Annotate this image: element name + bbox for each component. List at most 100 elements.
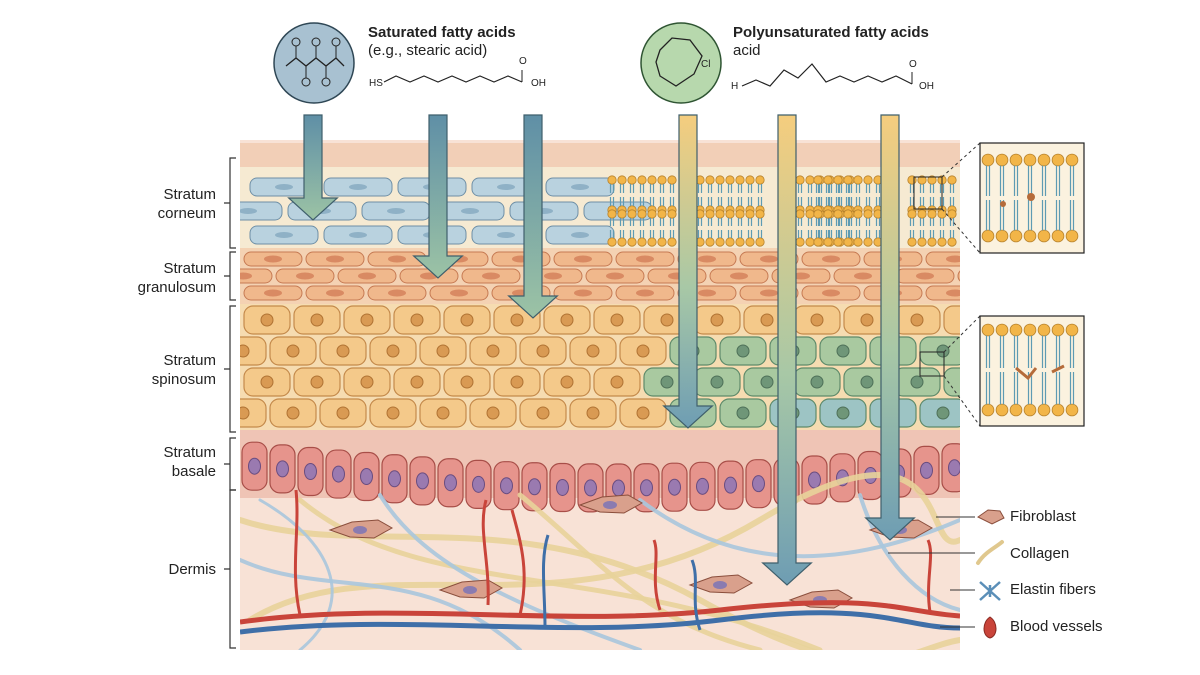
spinous-cell-nucleus	[860, 375, 874, 389]
lipid-head	[627, 209, 637, 219]
lipid-tail	[919, 197, 925, 206]
lipid-head	[995, 229, 1009, 243]
lipid-head	[745, 209, 755, 219]
lipid-tail	[797, 197, 803, 206]
lipid-head	[863, 209, 873, 219]
lipid-tail	[815, 197, 821, 206]
layer-bracket	[224, 157, 236, 249]
lipid-tail	[797, 218, 803, 226]
polyunsaturated-arrow	[761, 114, 813, 586]
lipid-tail	[845, 218, 851, 226]
lipid-tail	[717, 230, 723, 238]
zoom-connector	[943, 315, 981, 353]
lipid-tail	[875, 197, 881, 206]
lipid-head	[853, 175, 863, 185]
lipid-tail	[1069, 165, 1075, 196]
lipid-tail	[707, 218, 713, 226]
lipid-tail	[815, 218, 821, 226]
corneocyte-nucleus	[461, 208, 479, 214]
lipid-head	[745, 175, 755, 185]
legend-label-collagen: Collagen	[1010, 545, 1070, 562]
lipid-tail	[999, 165, 1005, 196]
surface-scales	[240, 143, 960, 167]
spinous-cell-nucleus	[961, 376, 973, 388]
corneocyte-nucleus	[349, 232, 367, 238]
granular-cell-nucleus	[636, 289, 654, 297]
spinous-cell-nucleus	[710, 313, 724, 327]
spinous-cell-nucleus	[910, 375, 924, 389]
lipid-tail	[919, 184, 925, 193]
capillary	[510, 509, 526, 616]
layer-label-line2: basale	[171, 463, 216, 480]
lipid-head	[995, 153, 1009, 167]
polyunsaturated-acid-chain	[741, 63, 913, 87]
lipid-head	[715, 209, 725, 219]
granular-cell-nucleus	[822, 289, 840, 297]
polyunsaturated-ring	[655, 37, 703, 87]
lipid-tail	[697, 218, 703, 226]
granular-cell-nucleus	[326, 289, 344, 297]
saturated-arrow	[507, 114, 559, 319]
lipid-head	[927, 237, 937, 247]
spinous-cell-nucleus	[710, 375, 724, 389]
lipid-tail	[999, 372, 1005, 405]
lipid-tail	[929, 218, 935, 226]
fatty-acid-molecule	[1027, 193, 1035, 201]
granular-cell-nucleus	[326, 255, 344, 263]
capillary	[481, 499, 490, 606]
granular-cell-nucleus	[760, 255, 778, 263]
spinous-cell-nucleus	[810, 313, 824, 327]
granular-cell-nucleus	[264, 289, 282, 297]
lipid-tail	[669, 230, 675, 238]
lipid-head	[735, 175, 745, 185]
lipid-tail	[1041, 335, 1047, 368]
lipid-tail	[1027, 335, 1033, 368]
lipid-head	[647, 237, 657, 247]
saturated-molecule-icon	[273, 22, 355, 104]
layer-label-line1: Stratum	[163, 444, 216, 461]
lipid-tail	[629, 230, 635, 238]
lipid-tail	[1055, 165, 1061, 196]
lipid-tail	[1013, 335, 1019, 368]
granular-cell-nucleus	[636, 255, 654, 263]
lipid-tail	[619, 197, 625, 206]
lipid-tail	[669, 197, 675, 206]
lipid-head	[637, 237, 647, 247]
lipid-tail	[865, 230, 871, 238]
lipid-tail	[797, 184, 803, 193]
legend-label-elastin: Elastin fibers	[1010, 581, 1096, 598]
lipid-tail	[949, 184, 955, 193]
lipid-tail	[807, 197, 813, 206]
spinous-cell-nucleus	[636, 406, 650, 420]
lipid-tail	[639, 218, 645, 226]
spinous-cell-nucleus	[810, 375, 824, 389]
lipid-tail	[707, 184, 713, 193]
legend-label-blood-vessels: Blood vessels	[1010, 618, 1103, 635]
lipid-head	[981, 403, 995, 417]
lipid-head	[937, 209, 947, 219]
spinous-cell-nucleus	[836, 344, 850, 358]
lipid-tail	[817, 197, 823, 206]
spinous-cell-nucleus	[536, 406, 550, 420]
lipid-tail	[817, 218, 823, 226]
granular-cell-nucleus	[916, 272, 934, 280]
zoom-panel-border	[979, 142, 1085, 254]
lipid-tail	[697, 230, 703, 238]
lipid-tail	[825, 197, 831, 206]
spinous-cell-nucleus	[636, 344, 650, 358]
spinous-cell-nucleus	[386, 344, 400, 358]
spinous-cell-nucleus	[936, 406, 950, 420]
lipid-tail	[825, 184, 831, 193]
lipid-head	[813, 175, 823, 185]
fatty-acid-molecule	[1000, 201, 1006, 207]
lipid-tail	[825, 230, 831, 238]
lipid-tail	[757, 218, 763, 226]
lipid-tail	[949, 230, 955, 238]
spinous-cell-nucleus	[410, 375, 424, 389]
basal-cell-nucleus	[752, 475, 765, 493]
lipid-tail	[757, 184, 763, 193]
spinous-cell-nucleus	[336, 344, 350, 358]
polyunsaturated-formula-left: H	[731, 81, 739, 92]
granular-cell-nucleus	[574, 289, 592, 297]
